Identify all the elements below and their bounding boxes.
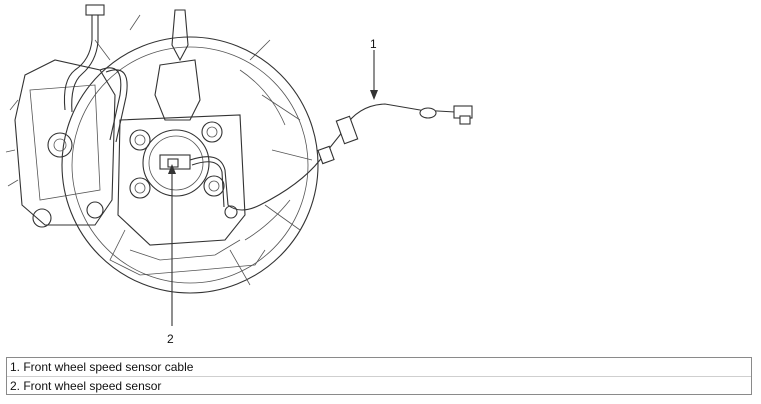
wheel-hub [142,129,210,197]
legend-table: 1. Front wheel speed sensor cable 2. Fro… [6,357,752,395]
leader-line-2 [168,164,176,326]
legend-item: 2. Front wheel speed sensor [7,376,751,394]
callout-1: 1 [370,37,377,51]
brake-disc [61,14,319,294]
legend-item: 1. Front wheel speed sensor cable [10,360,194,374]
wheel-hub-drawing [5,4,473,326]
leader-line-1 [370,50,378,100]
hub-bolts [129,121,225,199]
speed-sensor-cable [189,103,473,219]
wheel-hub-diagram: 1 2 [5,4,473,346]
brake-hose [63,4,128,143]
brake-caliper [5,59,116,228]
callout-2: 2 [167,332,174,346]
steering-knuckle [109,9,266,276]
